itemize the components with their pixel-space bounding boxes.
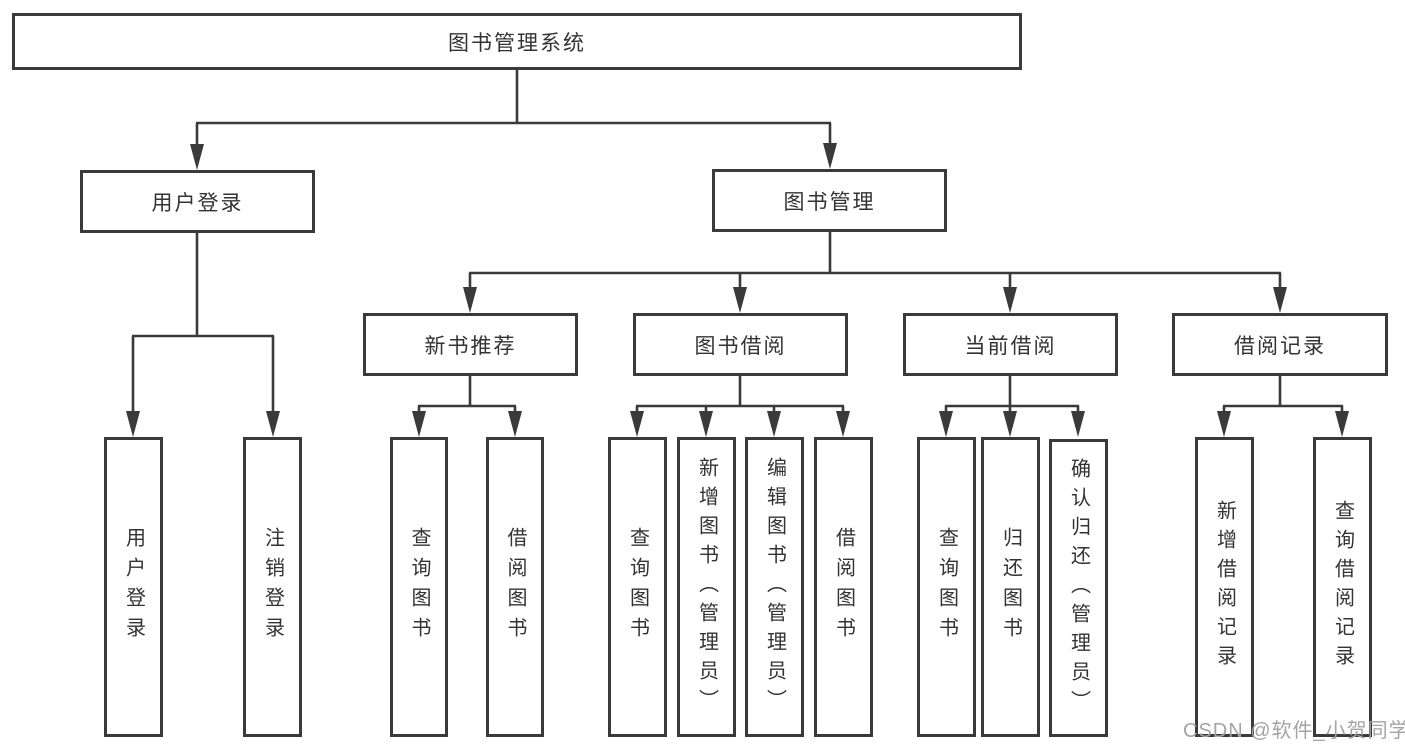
leaf-current-query-books: 查询图书 bbox=[917, 437, 976, 737]
node-book-borrow: 图书借阅 bbox=[633, 313, 848, 376]
leaf-add-borrow-record-label: 新增借阅记录 bbox=[1213, 500, 1236, 674]
node-user-login-label: 用户登录 bbox=[151, 191, 244, 215]
leaf-query-borrow-record-label: 查询借阅记录 bbox=[1331, 500, 1354, 674]
node-new-book-recommend: 新书推荐 bbox=[363, 313, 578, 376]
csdn-watermark: CSDN @软件_小贺同学 bbox=[1183, 720, 1405, 742]
node-current-borrow-label: 当前借阅 bbox=[964, 334, 1057, 358]
leaf-borrow-books: 借阅图书 bbox=[814, 437, 873, 737]
node-new-book-recommend-label: 新书推荐 bbox=[424, 334, 517, 358]
leaf-newbook-borrow-books-label: 借阅图书 bbox=[504, 527, 526, 647]
leaf-borrow-query-books-label: 查询图书 bbox=[626, 527, 649, 647]
root-node-label: 图书管理系统 bbox=[448, 31, 586, 55]
leaf-logout-label: 注销登录 bbox=[261, 527, 284, 647]
leaf-confirm-return-admin: 确认归还（管理员） bbox=[1049, 439, 1108, 737]
node-book-management: 图书管理 bbox=[712, 169, 947, 232]
leaf-return-books: 归还图书 bbox=[981, 437, 1040, 737]
node-current-borrow: 当前借阅 bbox=[903, 313, 1118, 376]
leaf-edit-books-admin: 编辑图书（管理员） bbox=[745, 437, 804, 737]
node-book-management-label: 图书管理 bbox=[783, 190, 876, 214]
leaf-logout: 注销登录 bbox=[243, 437, 302, 737]
leaf-borrow-books-label: 借阅图书 bbox=[832, 527, 855, 647]
leaf-add-borrow-record: 新增借阅记录 bbox=[1195, 437, 1254, 737]
leaf-query-borrow-record: 查询借阅记录 bbox=[1313, 437, 1372, 737]
leaf-add-books-admin-label: 新增图书（管理员） bbox=[695, 456, 718, 718]
leaf-edit-books-admin-label: 编辑图书（管理员） bbox=[763, 456, 786, 718]
leaf-user-login: 用户登录 bbox=[104, 437, 163, 737]
node-borrow-records-label: 借阅记录 bbox=[1234, 334, 1326, 358]
leaf-newbook-query-books-label: 查询图书 bbox=[408, 527, 430, 647]
leaf-newbook-query-books: 查询图书 bbox=[390, 437, 448, 737]
leaf-newbook-borrow-books: 借阅图书 bbox=[486, 437, 544, 737]
leaf-current-query-books-label: 查询图书 bbox=[935, 527, 958, 647]
leaf-return-books-label: 归还图书 bbox=[999, 527, 1022, 647]
node-book-borrow-label: 图书借阅 bbox=[694, 334, 787, 358]
node-borrow-records: 借阅记录 bbox=[1172, 313, 1388, 376]
leaf-add-books-admin: 新增图书（管理员） bbox=[677, 437, 736, 737]
root-node-library-system: 图书管理系统 bbox=[12, 13, 1022, 70]
leaf-borrow-query-books: 查询图书 bbox=[608, 437, 667, 737]
leaf-confirm-return-admin-label: 确认归还（管理员） bbox=[1067, 457, 1090, 719]
node-user-login: 用户登录 bbox=[80, 170, 315, 233]
leaf-user-login-label: 用户登录 bbox=[122, 527, 145, 647]
